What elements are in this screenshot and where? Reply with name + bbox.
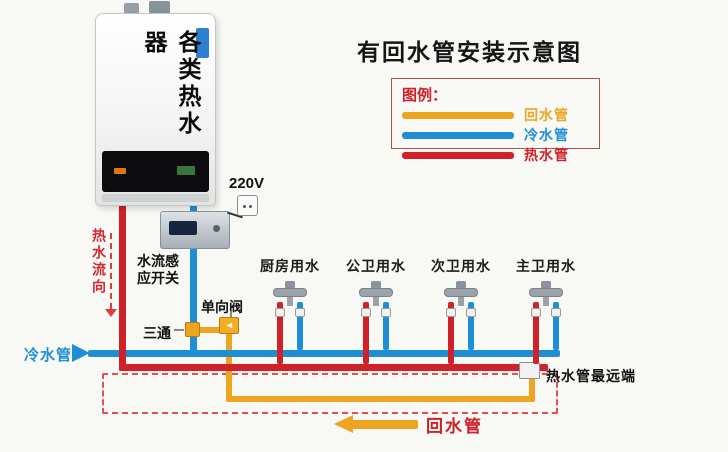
hot-flow-direction-label: 热水流向 bbox=[91, 228, 107, 296]
sensor-screen bbox=[169, 221, 197, 235]
hot-branch-pipe bbox=[448, 302, 454, 364]
tee-fitting bbox=[185, 322, 200, 337]
legend-row-hot: 热水管 bbox=[402, 145, 589, 165]
hot-shutoff-valve bbox=[531, 308, 541, 317]
faucet-handle-icon bbox=[456, 281, 466, 289]
flow-sensor-box bbox=[160, 211, 230, 249]
far-end-label: 热水管最远端 bbox=[546, 368, 636, 384]
flue-pipe-icon bbox=[149, 1, 170, 14]
legend-label-hot: 热水管 bbox=[524, 147, 569, 163]
faucet-icon bbox=[529, 288, 563, 297]
cold-shutoff-valve bbox=[466, 308, 476, 317]
return-pipe-tee-segment bbox=[196, 327, 224, 333]
hot-branch-pipe bbox=[363, 302, 369, 364]
check-valve-label: 单向阀 bbox=[201, 299, 243, 315]
hot-flow-arrow-line bbox=[110, 233, 112, 309]
cold-water-inlet-arrow-icon bbox=[72, 344, 90, 362]
flue-pipe-icon bbox=[124, 3, 139, 14]
outlet-pin-icon bbox=[249, 205, 252, 208]
fixture-public-bathroom: 公卫用水 bbox=[341, 256, 411, 366]
faucet-spout-icon bbox=[373, 297, 379, 306]
faucet-spout-icon bbox=[458, 297, 464, 306]
cold-water-inlet-pipe bbox=[190, 205, 197, 357]
cold-branch-pipe bbox=[383, 302, 389, 350]
faucet-icon bbox=[273, 288, 307, 297]
legend-row-return: 回水管 bbox=[402, 105, 589, 125]
legend-title: 图例： bbox=[402, 87, 448, 104]
flow-sensor-label: 水流感 应开关 bbox=[137, 253, 179, 286]
hot-shutoff-valve bbox=[361, 308, 371, 317]
hot-shutoff-valve bbox=[275, 308, 285, 317]
return-pipe-bottom-run bbox=[226, 396, 535, 402]
cold-pipe-label: 冷水管 bbox=[24, 347, 73, 364]
power-voltage-label: 220V bbox=[229, 175, 265, 192]
diagram-title: 有回水管安装示意图 bbox=[357, 39, 582, 65]
return-pipe-riser bbox=[529, 377, 535, 398]
hot-pipe-swatch bbox=[402, 151, 514, 159]
faucet-spout-icon bbox=[543, 297, 549, 306]
check-valve-pointer-line bbox=[230, 311, 232, 317]
fixture-second-bathroom: 次卫用水 bbox=[426, 256, 496, 366]
faucet-icon bbox=[444, 288, 478, 297]
faucet-handle-icon bbox=[541, 281, 551, 289]
fixture-master-bathroom: 主卫用水 bbox=[511, 256, 581, 366]
return-loop-highlight bbox=[102, 373, 558, 414]
faucet-handle-icon bbox=[371, 281, 381, 289]
fixture-label: 次卫用水 bbox=[431, 258, 491, 274]
hot-flow-arrow-head-icon bbox=[105, 309, 117, 317]
sensor-button-icon bbox=[213, 225, 220, 232]
tee-pointer-line bbox=[174, 329, 184, 331]
cold-shutoff-valve bbox=[295, 308, 305, 317]
legend-label-return: 回水管 bbox=[524, 107, 569, 123]
brand-sticker bbox=[196, 28, 209, 58]
check-valve-fitting bbox=[219, 317, 239, 334]
heater-bottom-trim bbox=[102, 194, 209, 202]
return-flow-arrow-shaft bbox=[352, 420, 418, 429]
faucet-icon bbox=[359, 288, 393, 297]
return-pipe-label: 回水管 bbox=[426, 417, 483, 436]
display-led bbox=[114, 168, 126, 174]
hot-branch-pipe bbox=[277, 302, 283, 364]
hot-water-outlet-pipe bbox=[119, 200, 126, 371]
heater-label: 各类热水器 bbox=[141, 30, 201, 138]
return-flow-arrow-icon bbox=[334, 415, 353, 433]
hot-water-main-pipe bbox=[119, 364, 548, 371]
legend: 图例： 回水管 冷水管 热水管 bbox=[391, 78, 600, 163]
power-outlet-icon bbox=[237, 195, 258, 216]
cold-branch-pipe bbox=[468, 302, 474, 350]
outlet-pin-icon bbox=[243, 205, 246, 208]
faucet-spout-icon bbox=[287, 297, 293, 306]
far-end-fitting bbox=[519, 362, 540, 379]
tee-label: 三通 bbox=[143, 325, 171, 341]
cold-shutoff-valve bbox=[381, 308, 391, 317]
return-pipe-swatch bbox=[402, 111, 514, 119]
fixture-kitchen: 厨房用水 bbox=[255, 256, 325, 366]
cold-pipe-swatch bbox=[402, 131, 514, 139]
hot-branch-pipe bbox=[533, 302, 539, 364]
cold-shutoff-valve bbox=[551, 308, 561, 317]
faucet-handle-icon bbox=[285, 281, 295, 289]
hot-shutoff-valve bbox=[446, 308, 456, 317]
fixture-label: 公卫用水 bbox=[346, 258, 406, 274]
fixture-label: 主卫用水 bbox=[516, 258, 576, 274]
legend-label-cold: 冷水管 bbox=[524, 127, 569, 143]
fixture-label: 厨房用水 bbox=[260, 258, 320, 274]
cold-branch-pipe bbox=[553, 302, 559, 350]
legend-row-cold: 冷水管 bbox=[402, 125, 589, 145]
cold-branch-pipe bbox=[297, 302, 303, 350]
cold-water-main-pipe bbox=[88, 350, 560, 357]
display-led bbox=[177, 166, 195, 175]
heater-display bbox=[102, 151, 209, 192]
